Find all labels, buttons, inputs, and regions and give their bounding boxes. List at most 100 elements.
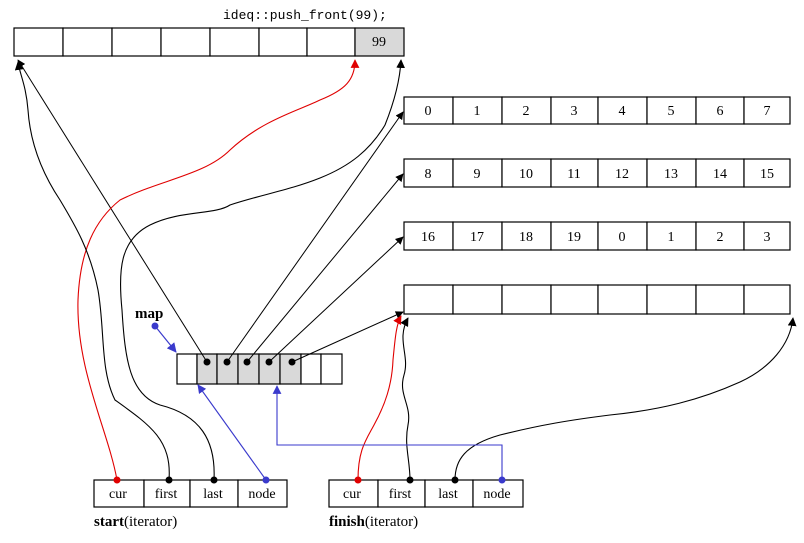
map-dot xyxy=(243,358,251,366)
map-arrow-to-buffer-2 xyxy=(268,236,404,363)
start-field-cell xyxy=(237,479,288,508)
map-node-used xyxy=(279,353,302,385)
map-node-empty xyxy=(176,353,198,385)
buffer-cell xyxy=(550,284,599,315)
buffer-cell xyxy=(646,221,697,251)
buffer-cell xyxy=(695,96,745,125)
start-field-first: first xyxy=(155,487,178,502)
start-field-cell xyxy=(93,479,145,508)
top-buffer-cell xyxy=(111,27,162,57)
top-buffer: 99 xyxy=(13,27,405,57)
buffer-value: 1 xyxy=(668,230,675,245)
finish-cur-dot xyxy=(354,476,362,484)
map-to-buffer-arrows xyxy=(17,59,404,366)
buffer-cell xyxy=(403,158,454,188)
map-node-used xyxy=(258,353,281,385)
buffer-cell xyxy=(646,96,697,125)
top-buffer-cell xyxy=(209,27,260,57)
buffer-value: 2 xyxy=(717,230,724,245)
start-field-last: last xyxy=(203,487,223,502)
buffer-value: 9 xyxy=(474,167,481,182)
map-array xyxy=(176,353,343,385)
buffer-value: 2 xyxy=(523,104,530,119)
start-cur-arrow xyxy=(77,59,360,481)
finish-last-arrow xyxy=(454,317,797,481)
buffer-value: 15 xyxy=(760,167,774,182)
buffer-cell xyxy=(743,158,791,188)
top-buffer-cell-filled xyxy=(354,27,405,57)
map-node-empty xyxy=(320,353,343,385)
finish-node-arrow xyxy=(272,385,503,480)
buffer-cell xyxy=(452,96,503,125)
top-buffer-cell xyxy=(62,27,113,57)
start-field-node: node xyxy=(248,487,275,502)
map-node-used xyxy=(237,353,260,385)
buffer-value: 4 xyxy=(619,104,626,119)
map-node-empty xyxy=(300,353,322,385)
map-dot xyxy=(203,358,211,366)
buffer-cell xyxy=(743,96,791,125)
start-last-dot xyxy=(210,476,218,484)
map-arrow-to-top-buffer xyxy=(17,59,208,363)
buffer-cell xyxy=(743,221,791,251)
buffer-cell xyxy=(597,96,648,125)
finish-field-node: node xyxy=(483,487,510,502)
finish-label-name: finish xyxy=(329,514,366,530)
buffer-cell xyxy=(452,284,503,315)
start-label-name: start xyxy=(94,514,124,530)
start-label-suffix: (iterator) xyxy=(124,514,177,530)
finish-iterator: cur first last node finish(iterator) xyxy=(328,479,524,530)
buffer-value: 16 xyxy=(421,230,435,245)
finish-node-dot xyxy=(498,476,506,484)
buffer-value: 12 xyxy=(615,167,629,182)
finish-last-dot xyxy=(451,476,459,484)
finish-cur-arrow xyxy=(357,315,402,481)
start-field-cur: cur xyxy=(109,487,127,502)
finish-first-arrow xyxy=(400,317,411,481)
top-buffer-cell xyxy=(306,27,356,57)
buffer-cell xyxy=(695,284,745,315)
start-iterator: cur first last node start(iterator) xyxy=(93,479,288,530)
finish-field-first: first xyxy=(389,487,412,502)
buffer-value: 5 xyxy=(668,104,675,119)
buffer-value: 0 xyxy=(425,104,432,119)
buffer-value: 0 xyxy=(619,230,626,245)
buffer-value: 1 xyxy=(474,104,481,119)
top-buffer-cell xyxy=(160,27,211,57)
finish-field-cell xyxy=(377,479,426,508)
buffer-value: 14 xyxy=(713,167,727,182)
map-dot xyxy=(265,358,273,366)
finish-field-cur: cur xyxy=(343,487,361,502)
finish-pointers xyxy=(272,315,797,484)
start-node-dot xyxy=(262,476,270,484)
buffer-value: 10 xyxy=(519,167,533,182)
buffer-cell xyxy=(501,158,552,188)
finish-field-cell xyxy=(328,479,379,508)
buffer-cell xyxy=(743,284,791,315)
buffer-cell xyxy=(597,221,648,251)
finish-first-dot xyxy=(406,476,414,484)
buffer-cell xyxy=(597,284,648,315)
buffer-cell xyxy=(501,221,552,251)
start-pointers xyxy=(14,59,405,484)
buffer-1: 8 9 10 11 12 13 14 15 xyxy=(403,158,791,188)
buffer-cell xyxy=(646,284,697,315)
map-dot xyxy=(223,358,231,366)
start-node-arrow xyxy=(197,384,267,481)
buffer-value: 17 xyxy=(470,230,484,245)
buffer-2: 16 17 18 19 0 1 2 3 xyxy=(403,221,791,251)
caption: ideq::push_front(99); xyxy=(223,8,387,23)
finish-field-last: last xyxy=(438,487,458,502)
map-arrow-to-buffer-1 xyxy=(246,173,404,363)
buffer-cell xyxy=(597,158,648,188)
top-buffer-cell xyxy=(258,27,308,57)
start-last-arrow xyxy=(119,59,405,481)
map-dot xyxy=(288,358,296,366)
map-label: map xyxy=(135,306,163,322)
start-cur-dot xyxy=(113,476,121,484)
start-first-dot xyxy=(165,476,173,484)
buffer-value: 6 xyxy=(717,104,724,119)
map-arrow-to-buffer-0 xyxy=(226,111,404,363)
buffer-value: 13 xyxy=(664,167,678,182)
